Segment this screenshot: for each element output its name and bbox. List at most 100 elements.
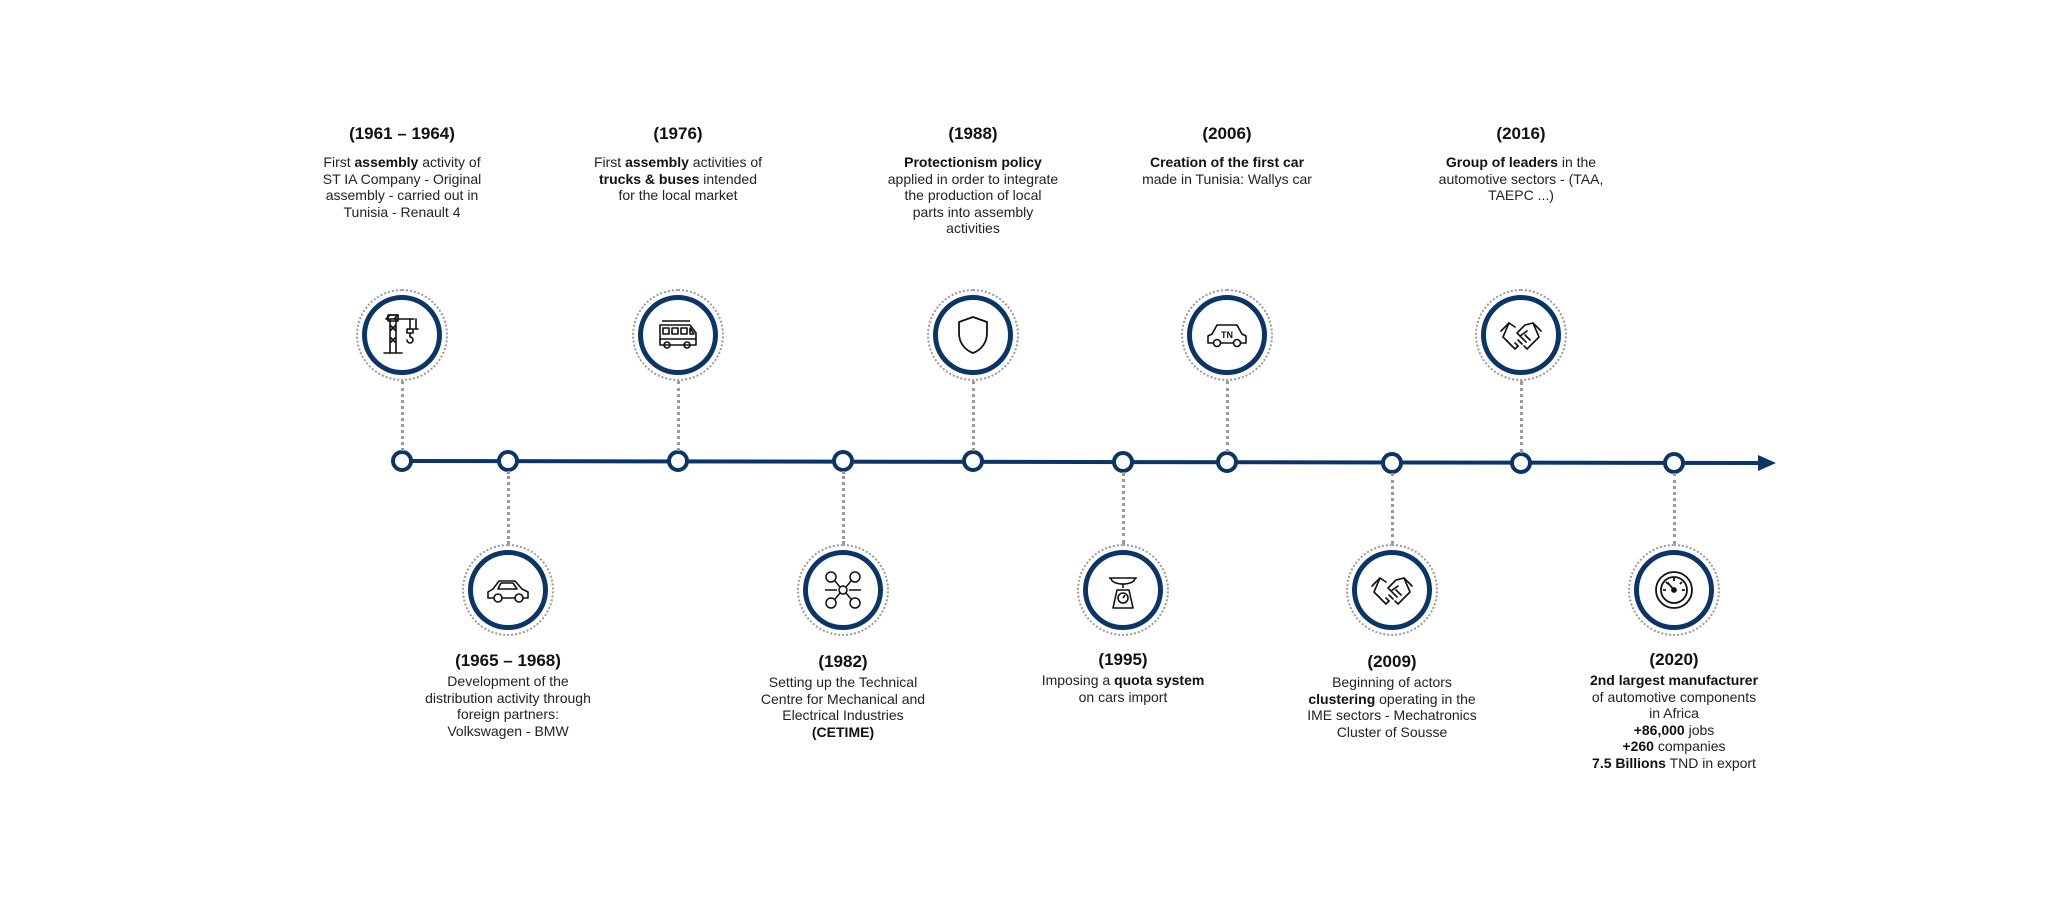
timeline-node: [1663, 452, 1685, 474]
text-segment: Centre for Mechanical and: [760, 690, 926, 707]
event-year: (1982): [818, 652, 868, 671]
medallion-ring: [803, 550, 883, 630]
text-segment: Electrical Industries: [782, 707, 904, 723]
medallion-ring: [1481, 295, 1561, 375]
timeline-node: [1510, 452, 1532, 474]
description-line: Creation of the first car: [1107, 154, 1347, 171]
handshake-icon: [1371, 577, 1413, 605]
event-medallion: [462, 544, 554, 636]
timeline-node: [667, 450, 689, 472]
timeline-line: [401, 459, 1761, 465]
text-segment: Volkswagen - BMW: [447, 722, 569, 739]
highlight-text: (CETIME): [811, 723, 875, 740]
text-segment: in Africa: [1649, 705, 1699, 721]
text-segment: TND in export: [1665, 754, 1756, 771]
car-icon: [487, 580, 529, 603]
text-segment: on cars import: [1078, 688, 1168, 705]
text-segment: made in Tunisia: Wallys car: [1142, 170, 1312, 187]
highlight-text: Group of leaders: [1445, 154, 1558, 170]
highlight-text: Creation of the first car: [1149, 154, 1305, 170]
event-medallion: [632, 289, 724, 381]
highlight-text: +86,000: [1633, 721, 1685, 738]
text-segment: of automotive components: [1591, 688, 1757, 705]
text-segment: jobs: [1684, 721, 1715, 738]
event-year: (1961 – 1964): [349, 124, 455, 143]
description-line: Imposing a quota system: [1003, 672, 1243, 689]
car-tn-icon: TN: [1207, 324, 1247, 348]
highlight-text: 7.5 Billions: [1592, 754, 1666, 771]
event-medallion: [927, 289, 1019, 381]
event-medallion: [1628, 544, 1720, 636]
crane-icon: [383, 314, 419, 354]
text-segment: operating in the: [1375, 690, 1476, 707]
text-segment: for the local market: [618, 187, 738, 203]
dotted-ring: [356, 289, 448, 381]
description-line: Electrical Industries: [723, 707, 963, 724]
text-segment: Tunisia - Renault 4: [343, 203, 461, 220]
text-segment: distribution activity through: [425, 689, 591, 706]
dotted-ring: [632, 289, 724, 381]
description-line: Setting up the Technical: [723, 674, 963, 691]
event-year: (2020): [1649, 650, 1699, 669]
event-medallion: [797, 544, 889, 636]
connector-line: [1520, 381, 1523, 453]
description-line: Cluster of Sousse: [1272, 724, 1512, 741]
text-segment: intended: [699, 170, 757, 187]
text-segment: foreign partners:: [457, 706, 559, 722]
text-segment: Development of the: [447, 673, 569, 689]
bus-icon: [659, 320, 697, 349]
highlight-text: Protectionism policy: [904, 154, 1042, 170]
highlight-text: 2nd largest manufacturer: [1589, 672, 1759, 688]
description-line: automotive sectors - (TAA,: [1401, 171, 1641, 188]
connector-line: [1673, 473, 1676, 544]
description-line: distribution activity through: [388, 690, 628, 707]
description-line: First assembly activities of: [558, 154, 798, 171]
description-line: +86,000 jobs: [1554, 722, 1794, 739]
description-line: Beginning of actors: [1272, 674, 1512, 691]
network-icon: [825, 571, 861, 609]
event-medallion: [1346, 544, 1438, 636]
timeline-node: [832, 450, 854, 472]
description-line: assembly - carried out in: [282, 187, 522, 204]
arrow-head-icon: [1758, 455, 1776, 471]
timeline-node: [1112, 451, 1134, 473]
description-line: +260 companies: [1554, 738, 1794, 755]
connector-line: [1391, 473, 1394, 544]
description-line: for the local market: [558, 187, 798, 204]
event-year: (2009): [1367, 652, 1417, 671]
description-line: parts into assembly: [853, 204, 1093, 221]
description-line: of automotive components: [1554, 689, 1794, 706]
event-medallion: [356, 289, 448, 381]
highlight-text: trucks & buses: [599, 170, 700, 187]
event-year: (2006): [1202, 124, 1252, 143]
description-line: Volkswagen - BMW: [388, 723, 628, 740]
description-line: clustering operating in the: [1272, 691, 1512, 708]
medallion-ring: [638, 295, 718, 375]
description-line: on cars import: [1003, 689, 1243, 706]
connector-line: [401, 381, 404, 451]
text-segment: First: [323, 154, 355, 170]
event-medallion: [1077, 544, 1169, 636]
highlight-text: assembly: [625, 154, 689, 170]
timeline-node: [497, 450, 519, 472]
dotted-ring: [797, 544, 889, 636]
description-line: the production of local: [853, 187, 1093, 204]
dotted-ring: [1077, 544, 1169, 636]
text-segment: Cluster of Sousse: [1336, 723, 1448, 740]
description-line: Centre for Mechanical and: [723, 691, 963, 708]
description-line: ST IA Company - Original: [282, 171, 522, 188]
text-segment: TAEPC ...): [1488, 187, 1554, 203]
text-segment: automotive sectors - (TAA,: [1438, 170, 1604, 187]
medallion-ring: [362, 295, 442, 375]
